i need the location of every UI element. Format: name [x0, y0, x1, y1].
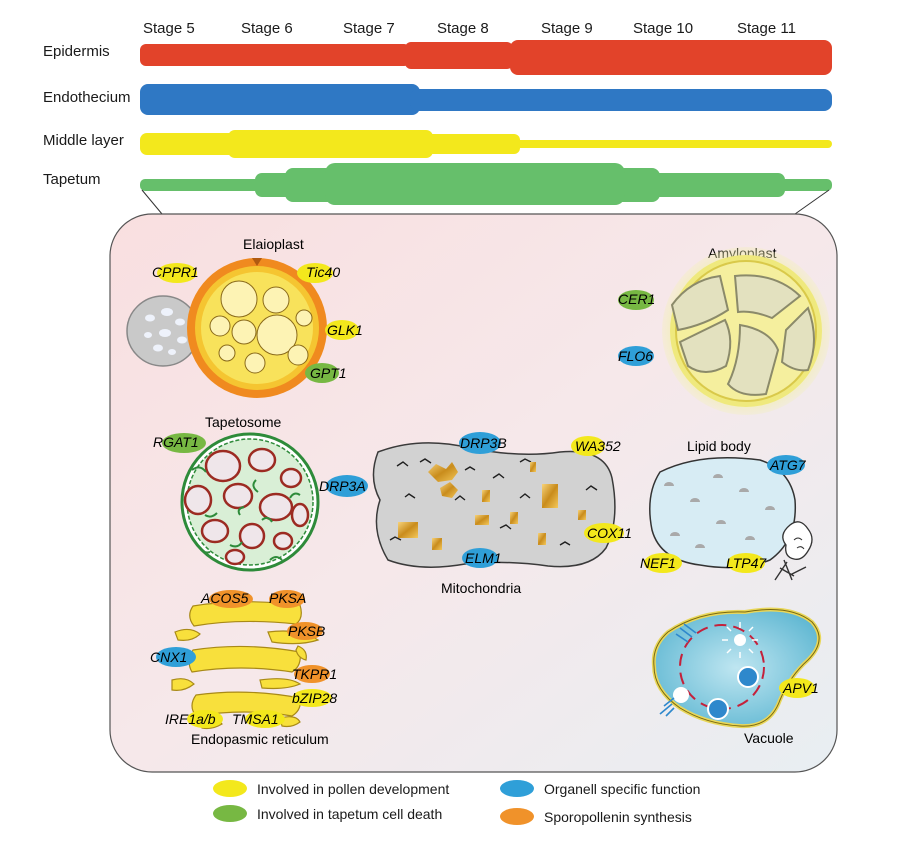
gene-ire1ab-label: IRE1a/b — [165, 711, 216, 727]
gene-elm1-label: ELM1 — [465, 550, 502, 566]
tapetum-bar — [140, 163, 832, 205]
legend-label-yellow: Involved in pollen development — [257, 780, 450, 797]
mitochondria — [372, 442, 616, 568]
gene-drp3a-label: DRP3A — [319, 478, 366, 494]
stage-label: Stage 5 — [143, 20, 195, 37]
gene-glk1: GLK1 — [325, 320, 363, 340]
gene-tkpr1: TKPR1 — [292, 665, 337, 683]
gene-ire1ab: IRE1a/b — [165, 710, 223, 728]
legend-label-blue: Organell specific function — [544, 780, 701, 797]
lipid-body — [649, 456, 797, 569]
zoom-line-right — [794, 189, 830, 215]
gene-nef1-label: NEF1 — [640, 555, 676, 571]
legend-item-blue: Organell specific function — [500, 780, 700, 797]
gene-nef1: NEF1 — [640, 553, 682, 573]
er-label: Endopasmic reticulum — [191, 731, 329, 747]
gene-pksa: PKSA — [269, 590, 306, 608]
legend-swatch-blue — [500, 780, 534, 797]
vacuole-label: Vacuole — [744, 730, 794, 746]
layer-label-middle-layer: Middle layer — [43, 132, 124, 149]
gene-drp3b: DRP3B — [459, 432, 507, 454]
gene-rgat1-label: RGAT1 — [153, 434, 199, 450]
legend-swatch-yellow — [213, 780, 247, 797]
gene-pksa-label: PKSA — [269, 590, 306, 606]
vacuole — [651, 607, 821, 729]
gene-wa352: WA352 — [571, 436, 621, 456]
legend-label-orange: Sporopollenin synthesis — [544, 808, 692, 825]
amyloplast — [662, 247, 830, 415]
gene-bzip28-label: bZIP28 — [292, 690, 337, 706]
stage-label: Stage 8 — [437, 20, 489, 37]
gene-tkpr1-label: TKPR1 — [292, 666, 337, 682]
gene-bzip28: bZIP28 — [292, 689, 337, 707]
zoom-line-left — [141, 189, 163, 215]
legend-label-green: Involved in tapetum cell death — [257, 805, 443, 822]
gene-wa352-label: WA352 — [575, 438, 621, 454]
gene-cer1: CER1 — [618, 290, 655, 310]
gene-tmsa1: TMSA1 — [232, 710, 285, 728]
gene-atg7-label: ATG7 — [769, 457, 807, 473]
gene-rgat1: RGAT1 — [153, 433, 206, 453]
elaioplast — [126, 258, 327, 398]
middle-layer-bar — [140, 130, 832, 158]
stage-label: Stage 6 — [241, 20, 293, 37]
epidermis-bar — [140, 40, 832, 75]
legend-swatch-orange — [500, 808, 534, 825]
gene-drp3a: DRP3A — [319, 475, 368, 497]
gene-cnx1-label: CNX1 — [150, 649, 187, 665]
gene-acos5: ACOS5 — [200, 590, 253, 608]
gene-tmsa1-label: TMSA1 — [232, 711, 279, 727]
gene-cppr1-label: CPPR1 — [152, 264, 199, 280]
gene-flo6: FLO6 — [618, 346, 654, 366]
gene-tic40: Tic40 — [297, 263, 340, 283]
tapetosome — [180, 432, 320, 572]
endothecium-bar — [140, 84, 832, 115]
lipid-droplet-cluster-icon — [774, 521, 813, 581]
legend-item-yellow: Involved in pollen development — [213, 780, 449, 797]
layer-label-endothecium: Endothecium — [43, 89, 131, 106]
gene-elm1: ELM1 — [462, 548, 502, 568]
gene-tic40-label: Tic40 — [306, 264, 340, 280]
gene-drp3b-label: DRP3B — [460, 435, 507, 451]
tapetosome-label: Tapetosome — [205, 414, 281, 430]
lipid-body-label: Lipid body — [687, 438, 751, 454]
gene-apv1: APV1 — [779, 678, 819, 698]
legend-item-orange: Sporopollenin synthesis — [500, 808, 692, 825]
gene-atg7: ATG7 — [767, 455, 807, 475]
gene-pksb: PKSB — [287, 622, 325, 640]
gene-cer1-label: CER1 — [618, 291, 655, 307]
gene-glk1-label: GLK1 — [327, 322, 363, 338]
legend-swatch-green — [213, 805, 247, 822]
legend-item-green: Involved in tapetum cell death — [213, 805, 442, 822]
stage-label: Stage 7 — [343, 20, 395, 37]
gene-cox11-label: COX11 — [587, 525, 632, 541]
gene-cppr1: CPPR1 — [152, 263, 199, 283]
stage-label: Stage 9 — [541, 20, 593, 37]
gene-gpt1-label: GPT1 — [310, 365, 347, 381]
stage-label: Stage 11 — [737, 20, 796, 37]
gene-ltp47-label: LTP47 — [726, 555, 767, 571]
layer-label-tapetum: Tapetum — [43, 171, 101, 188]
gene-apv1-label: APV1 — [782, 680, 819, 696]
mitochondria-label: Mitochondria — [441, 580, 521, 596]
gene-flo6-label: FLO6 — [618, 348, 653, 364]
gene-acos5-label: ACOS5 — [200, 590, 249, 606]
gene-cox11: COX11 — [584, 523, 632, 543]
stage-label: Stage 10 — [633, 20, 694, 37]
gene-ltp47: LTP47 — [726, 553, 767, 573]
layer-label-epidermis: Epidermis — [43, 43, 110, 60]
elaioplast-label: Elaioplast — [243, 236, 304, 252]
gene-gpt1: GPT1 — [305, 363, 347, 383]
gene-pksb-label: PKSB — [288, 623, 325, 639]
gene-cnx1: CNX1 — [150, 647, 196, 667]
